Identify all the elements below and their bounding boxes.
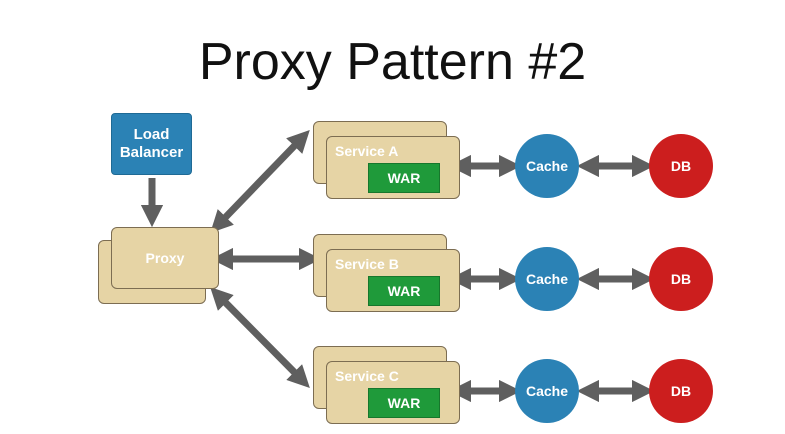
service-a-box: Service A WAR: [326, 136, 460, 199]
proxy-label: Proxy: [145, 250, 185, 266]
service-c-war: WAR: [368, 388, 440, 418]
cache-c-node: Cache: [515, 359, 579, 423]
load-balancer-box: Load Balancer: [111, 113, 192, 175]
service-a-war: WAR: [368, 163, 440, 193]
load-balancer-label: Load Balancer: [119, 126, 184, 161]
service-c-label: Service C: [335, 368, 399, 384]
cache-a-node: Cache: [515, 134, 579, 198]
proxy-box: Proxy: [111, 227, 219, 289]
db-a-node: DB: [649, 134, 713, 198]
service-b-box: Service B WAR: [326, 249, 460, 312]
cache-b-node: Cache: [515, 247, 579, 311]
arrow-proxy-service-c: [210, 287, 310, 388]
db-b-node: DB: [649, 247, 713, 311]
db-c-node: DB: [649, 359, 713, 423]
service-c-box: Service C WAR: [326, 361, 460, 424]
slide-title: Proxy Pattern #2: [198, 33, 587, 91]
service-b-war: WAR: [368, 276, 440, 306]
arrow-proxy-service-a: [210, 129, 310, 234]
service-a-label: Service A: [335, 143, 399, 159]
service-b-label: Service B: [335, 256, 399, 272]
